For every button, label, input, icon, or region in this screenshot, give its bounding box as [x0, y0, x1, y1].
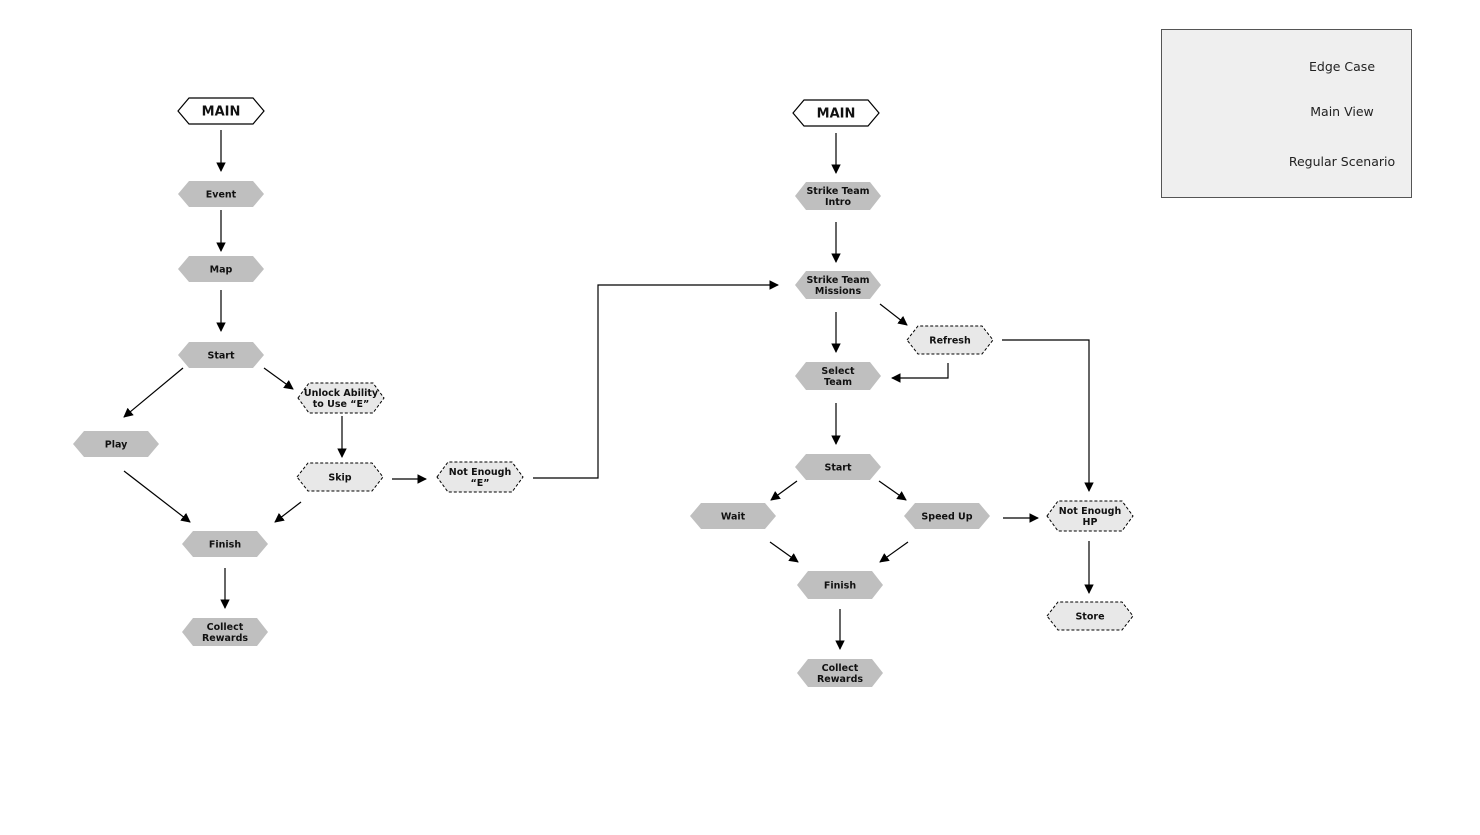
- node-label: Event: [206, 189, 237, 200]
- flow-arrow: [769, 541, 799, 563]
- node-label: Map: [210, 264, 233, 275]
- node-label: Not Enough: [449, 467, 512, 478]
- node-shape: [177, 97, 265, 125]
- node-label: Rewards: [817, 674, 863, 685]
- node-label: Skip: [328, 472, 351, 483]
- flow-arrow: [879, 303, 908, 326]
- node-label: Not Enough: [1059, 506, 1122, 517]
- node-l-event: Event: [178, 181, 264, 207]
- node-shape: [182, 531, 268, 557]
- node-l-skip: Skip: [296, 462, 384, 492]
- node-label: Refresh: [929, 335, 971, 346]
- node-shape: [906, 325, 994, 355]
- flow-arrow: [1002, 339, 1094, 492]
- node-shape: [178, 342, 264, 368]
- flow-arrow: [878, 480, 907, 501]
- node-shape: [795, 362, 881, 390]
- node-r-speedup: Speed Up: [904, 503, 990, 529]
- legend-label-edge-case: Edge Case: [1308, 59, 1376, 74]
- node-shape: [182, 618, 268, 646]
- node-label: Intro: [825, 197, 852, 208]
- node-r-wait: Wait: [690, 503, 776, 529]
- node-shape: [904, 503, 990, 529]
- node-l-play: Play: [73, 431, 159, 457]
- node-l-start: Start: [178, 342, 264, 368]
- node-l-map: Map: [178, 256, 264, 282]
- node-label: Select: [821, 366, 855, 377]
- node-label: Missions: [815, 286, 862, 297]
- node-l-main: MAIN: [177, 97, 265, 125]
- node-shape: [1046, 500, 1134, 532]
- node-label: Speed Up: [921, 511, 972, 522]
- node-label: Strike Team: [806, 186, 869, 197]
- node-shape: [797, 571, 883, 599]
- legend-label-main-view: Main View: [1310, 104, 1374, 119]
- node-label: Rewards: [202, 633, 248, 644]
- node-shape: [178, 256, 264, 282]
- node-label: MAIN: [817, 107, 856, 122]
- flow-arrow: [263, 367, 294, 390]
- node-label: Team: [824, 377, 852, 388]
- node-r-finish: Finish: [797, 571, 883, 599]
- legend: [1161, 29, 1412, 198]
- node-r-start: Start: [795, 454, 881, 480]
- node-l-notenough-e: Not Enough“E”: [436, 461, 524, 493]
- flow-arrow: [123, 470, 191, 523]
- node-r-main: MAIN: [792, 99, 880, 127]
- node-shape: [797, 659, 883, 687]
- node-r-refresh: Refresh: [906, 325, 994, 355]
- node-shape: [690, 503, 776, 529]
- node-label: Wait: [721, 511, 746, 522]
- node-label: Play: [105, 439, 128, 450]
- node-l-finish: Finish: [182, 531, 268, 557]
- node-shape: [296, 462, 384, 492]
- node-label: to Use “E”: [313, 399, 369, 410]
- node-label: Finish: [209, 539, 241, 550]
- flow-arrow: [274, 501, 302, 523]
- node-shape: [795, 454, 881, 480]
- node-label: “E”: [471, 478, 490, 489]
- node-shape: [436, 461, 524, 493]
- node-label: Start: [207, 350, 234, 361]
- node-shape: [297, 382, 385, 414]
- node-shape: [795, 271, 881, 299]
- flow-arrow: [123, 367, 184, 418]
- node-label: Strike Team: [806, 275, 869, 286]
- node-shape: [1046, 601, 1134, 631]
- node-label: Finish: [824, 580, 856, 591]
- flow-arrow: [533, 280, 779, 479]
- flow-arrow: [879, 541, 909, 563]
- flow-arrow: [891, 363, 949, 383]
- node-shape: [792, 99, 880, 127]
- node-label: HP: [1083, 517, 1098, 528]
- node-r-store: Store: [1046, 601, 1134, 631]
- node-label: Start: [824, 462, 851, 473]
- node-label: Store: [1075, 611, 1104, 622]
- legend-label-regular-scenario: Regular Scenario: [1288, 154, 1396, 169]
- node-shape: [178, 181, 264, 207]
- node-shape: [795, 182, 881, 210]
- node-label: Collect: [207, 622, 244, 633]
- node-label: MAIN: [202, 105, 241, 120]
- node-label: Collect: [822, 663, 859, 674]
- node-shape: [73, 431, 159, 457]
- flow-arrow: [770, 480, 798, 501]
- node-label: Unlock Ability: [304, 388, 379, 399]
